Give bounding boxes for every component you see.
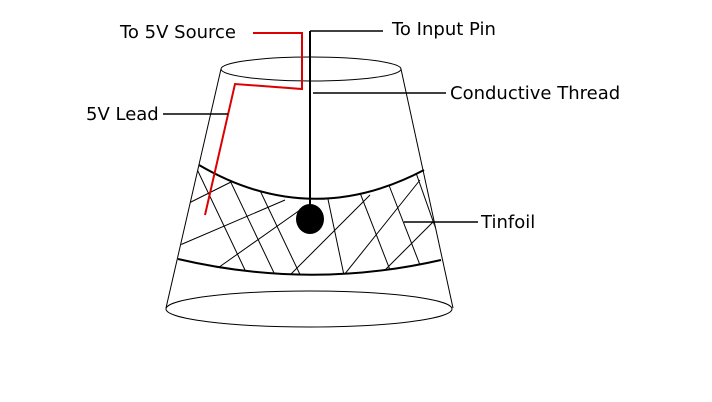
label-5v-lead: 5V Lead [86, 104, 159, 125]
tinfoil-bottom-edge [177, 258, 442, 276]
thread-contact-point [296, 204, 324, 234]
tinfoil-top-edge [198, 164, 425, 200]
tinfoil-hatching [179, 165, 441, 275]
label-tinfoil: Tinfoil [480, 212, 535, 233]
five-v-lead-wire [204, 32, 303, 216]
cup-left-side [165, 68, 222, 309]
cup-bottom-rim [165, 290, 453, 328]
label-to-5v-source: To 5V Source [119, 22, 236, 43]
cup-right-side [400, 68, 454, 309]
label-to-input-pin: To Input Pin [391, 19, 496, 40]
label-conductive-thread: Conductive Thread [450, 83, 620, 104]
